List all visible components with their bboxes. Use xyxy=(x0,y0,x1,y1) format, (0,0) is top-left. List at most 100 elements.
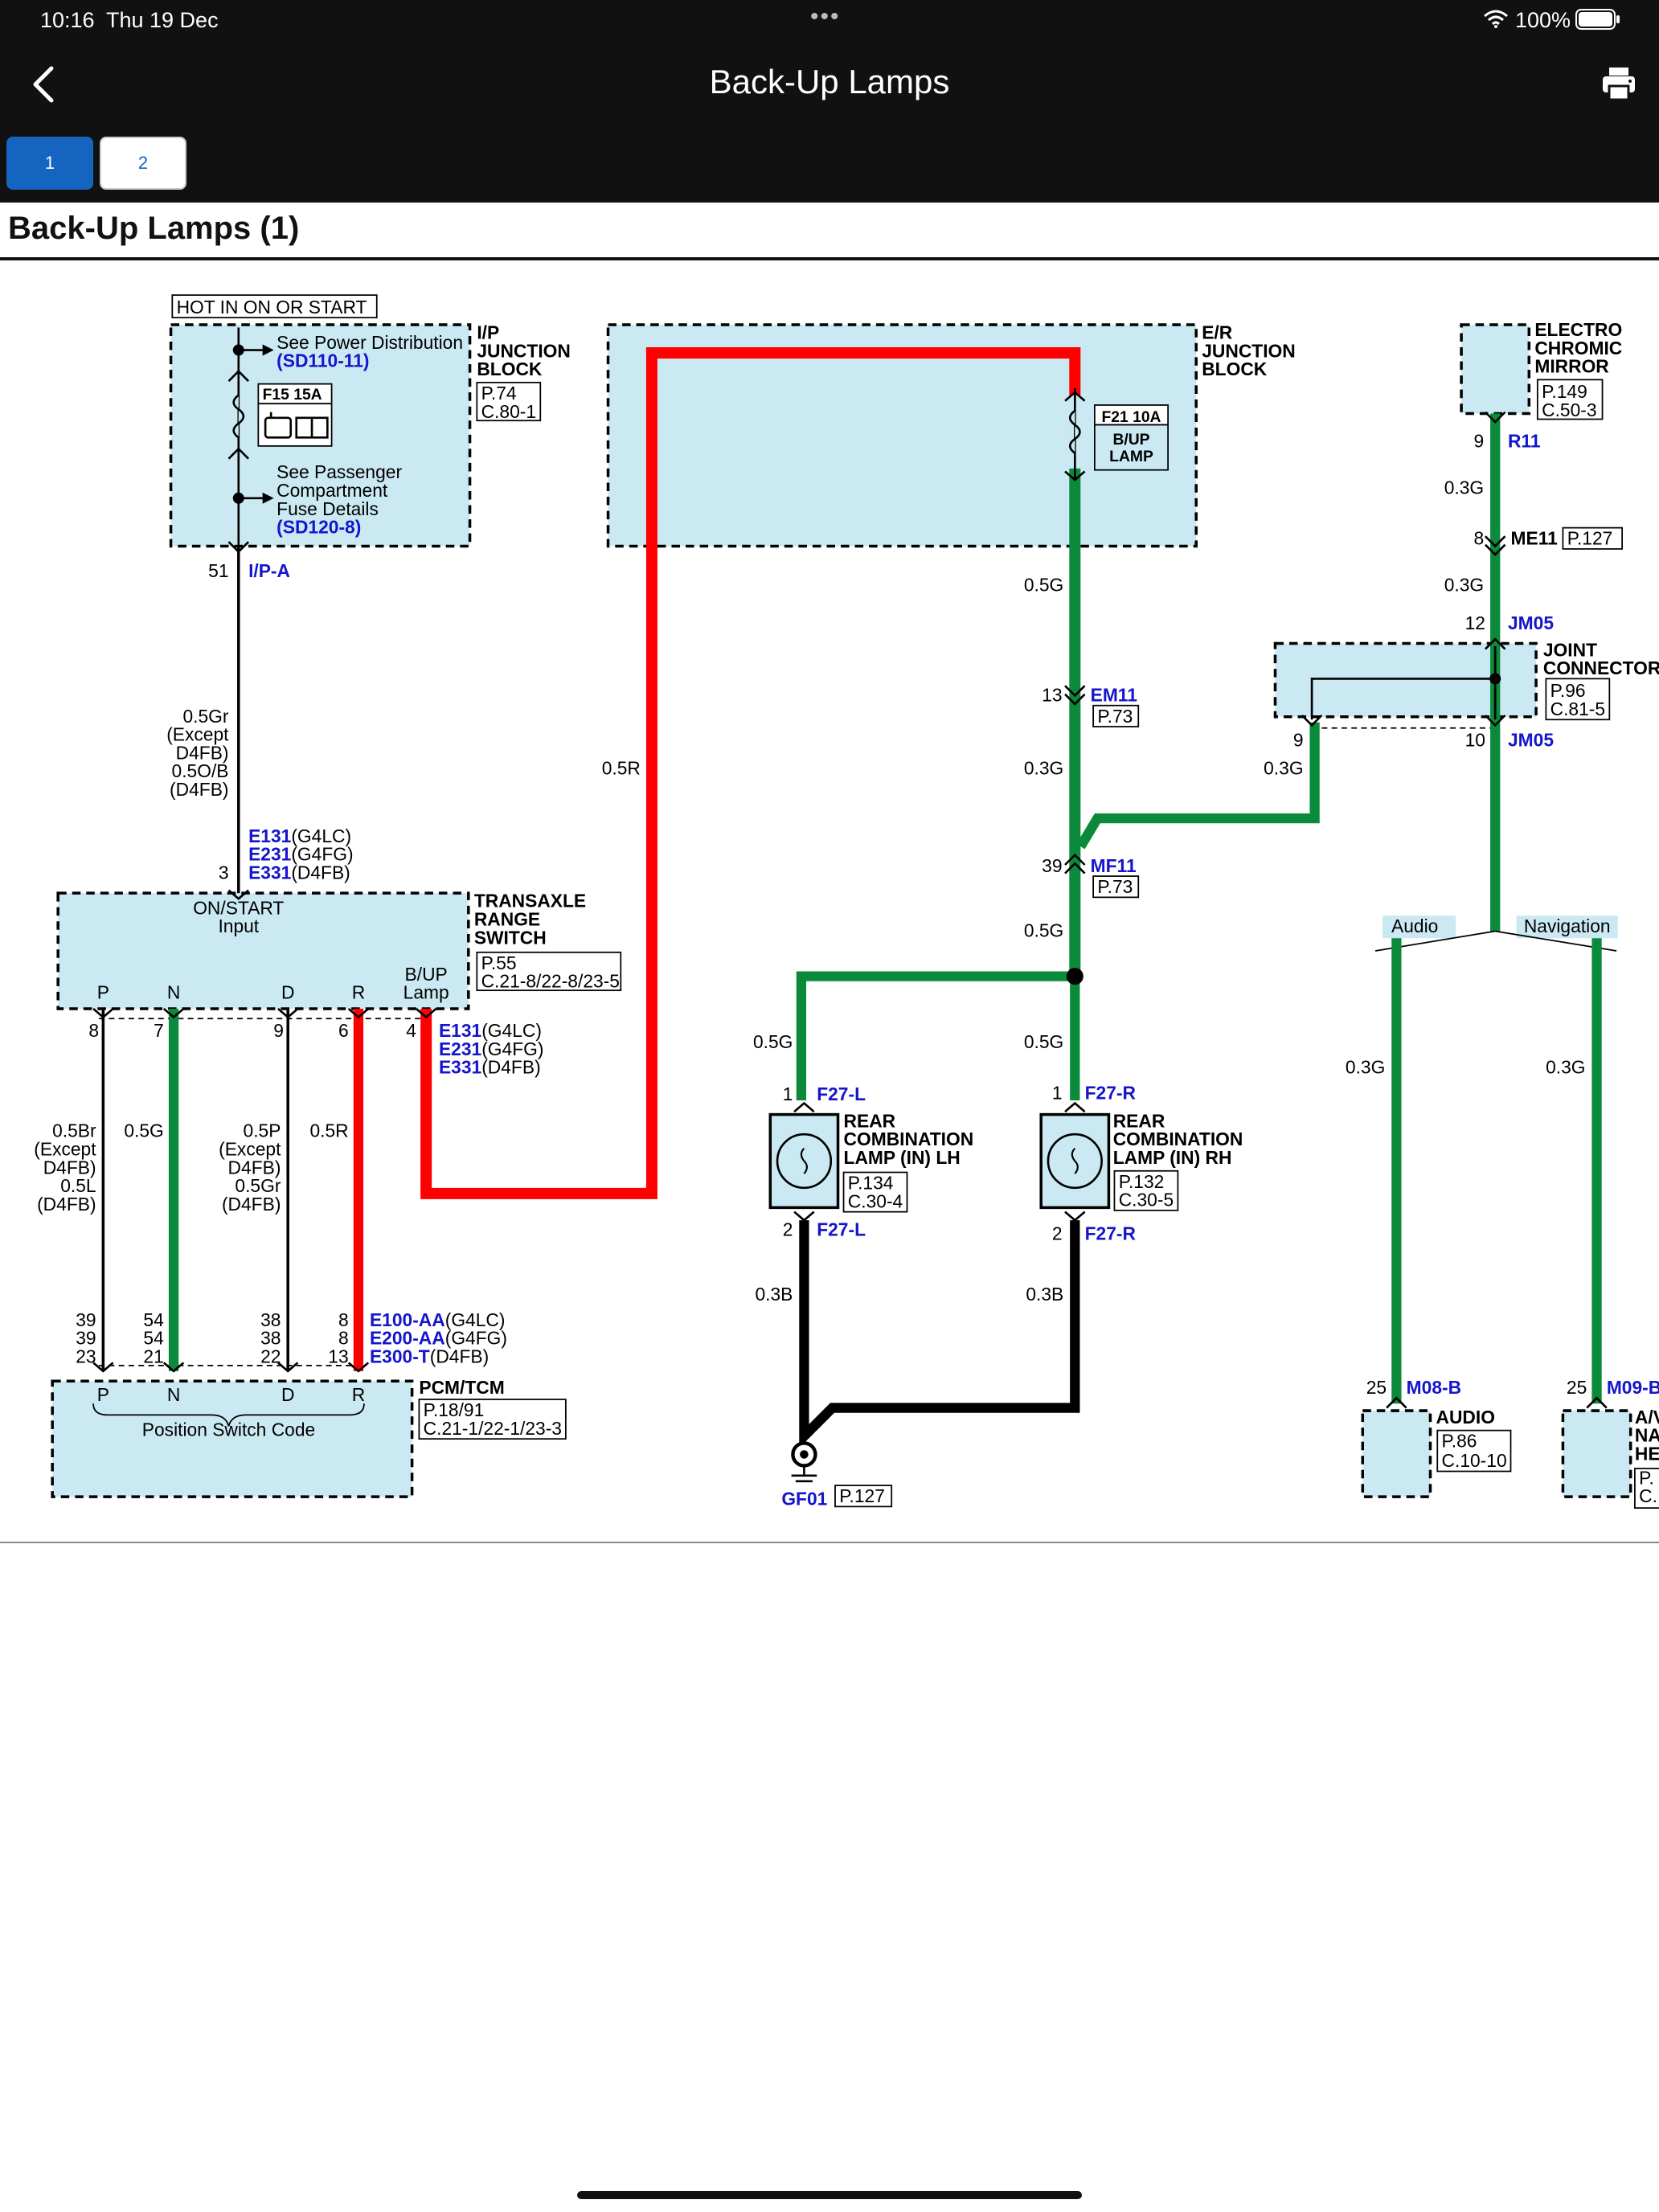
wire-label-g1: 0.5G xyxy=(1024,575,1063,596)
avn-ref-1[interactable]: P. xyxy=(1639,1467,1654,1488)
tab-page-1[interactable]: 1 xyxy=(6,137,93,190)
pcm-pos-n: N xyxy=(167,1384,180,1405)
lamp-rh-ref-2[interactable]: C.30-5 xyxy=(1119,1190,1174,1210)
pcm-conn-3: E300-T(D4FB) xyxy=(370,1346,489,1366)
er-name-2: JUNCTION xyxy=(1202,340,1296,361)
ip-see-pass-1: See Passenger xyxy=(276,461,402,482)
wire-label-g5: 0.5G xyxy=(1024,1031,1063,1052)
mf11-conn: MF11 xyxy=(1091,855,1137,876)
pcm-pin-d-1: 38 xyxy=(260,1309,281,1330)
pcm-pin-r-1: 8 xyxy=(338,1309,349,1330)
ip-see-pass-link[interactable]: (SD120-8) xyxy=(276,517,361,538)
jc-conn-br: JM05 xyxy=(1508,730,1554,751)
arrow-right-icon xyxy=(262,492,274,504)
avn-ref-2[interactable]: C. xyxy=(1639,1485,1657,1506)
lamp-lh-name-1: REAR xyxy=(844,1110,896,1131)
pcm-conn-2: E200-AA(G4FG) xyxy=(370,1328,507,1349)
lamp-rh-conn1: F27-R xyxy=(1085,1082,1136,1103)
audio-ref-2[interactable]: C.10-10 xyxy=(1442,1450,1507,1471)
avn-pin: 25 xyxy=(1567,1377,1587,1398)
wire-green-lamp-split xyxy=(796,971,1080,1101)
trs-conn-out-3: E331(D4FB) xyxy=(439,1057,541,1078)
me11-ref[interactable]: P.127 xyxy=(1567,528,1613,549)
trs-conn-in-3: E331(D4FB) xyxy=(248,862,350,883)
pcm-ref-1[interactable]: P.18/91 xyxy=(424,1399,485,1420)
jc-ref-1[interactable]: P.96 xyxy=(1550,680,1586,701)
audio-tab-bg xyxy=(1382,916,1456,939)
trs-bup-1: B/UP xyxy=(405,964,448,985)
pcm-pin-p-3: 23 xyxy=(76,1346,96,1366)
lamp-lh-ref-1[interactable]: P.134 xyxy=(848,1173,894,1194)
wire-label-p-4: 0.5L xyxy=(60,1175,96,1196)
lamp-lh-pin2: 2 xyxy=(783,1219,793,1239)
diagram-bottom-divider xyxy=(0,1542,1659,1543)
multitask-dots[interactable]: ••• xyxy=(810,3,841,30)
jc-ref-2[interactable]: C.81-5 xyxy=(1550,698,1605,719)
print-icon[interactable] xyxy=(1601,66,1636,101)
audio-pin: 25 xyxy=(1366,1377,1387,1398)
wire-label-ip-1: 0.5Gr xyxy=(182,706,228,727)
er-fuse-3: LAMP xyxy=(1109,449,1153,465)
wire-red-bup-feed xyxy=(420,347,1081,1199)
jc-conn-top: JM05 xyxy=(1508,612,1554,633)
lamp-lh-ref-2[interactable]: C.30-4 xyxy=(848,1190,903,1211)
ground-conn: GF01 xyxy=(781,1489,827,1509)
lamp-rh-name-2: COMBINATION xyxy=(1113,1129,1243,1149)
pcm-ref-2[interactable]: C.21-1/22-1/23-3 xyxy=(424,1418,562,1439)
trs-pin-in: 3 xyxy=(219,862,229,883)
trs-ref-2[interactable]: C.21-8/22-8/23-5 xyxy=(481,971,620,992)
jc-pin-br: 10 xyxy=(1465,730,1485,751)
wire-label-br: 0.3B xyxy=(1026,1284,1063,1305)
wire-label-d-4: 0.5Gr xyxy=(235,1175,281,1196)
trs-pin-d: 9 xyxy=(273,1020,284,1041)
audio-ref-1[interactable]: P.86 xyxy=(1442,1431,1477,1452)
avn-name-3: HE xyxy=(1635,1443,1659,1464)
wire-label-nav: 0.3G xyxy=(1546,1057,1585,1078)
wire-label-n: 0.5G xyxy=(124,1120,163,1141)
jc-name-1: JOINT xyxy=(1543,639,1597,660)
lamp-lh-pin1: 1 xyxy=(783,1083,793,1104)
engine-icon xyxy=(264,412,293,439)
er-fuse-2: B/UP xyxy=(1112,432,1149,449)
ip-fuse-label: F15 15A xyxy=(263,387,322,403)
lamp-lh-icon xyxy=(768,1112,840,1210)
trs-pos-n: N xyxy=(167,982,180,1003)
back-chevron-icon[interactable] xyxy=(29,64,58,104)
wiring-diagram: HOT IN ON OR START See Power Distributio… xyxy=(34,294,1659,1509)
wire-label-d-5: (D4FB) xyxy=(222,1194,281,1215)
ip-ref-1[interactable]: P.74 xyxy=(481,383,517,403)
ecm-ref-1[interactable]: P.149 xyxy=(1542,381,1587,402)
pcm-pin-r-3: 13 xyxy=(328,1346,348,1366)
title-divider xyxy=(0,257,1659,260)
ecm-pin: 9 xyxy=(1473,431,1484,452)
pcm-pos-p: P xyxy=(97,1384,109,1405)
ip-see-power-link[interactable]: (SD110-11) xyxy=(276,350,369,371)
pcm-pos-r: R xyxy=(352,1384,365,1405)
trs-pos-p: P xyxy=(97,982,109,1003)
em11-ref[interactable]: P.73 xyxy=(1097,706,1133,727)
wire-label-g3: 0.5G xyxy=(1024,920,1063,940)
ip-ref-2[interactable]: C.80-1 xyxy=(481,401,536,422)
wire-label-m1: 0.3G xyxy=(1444,477,1484,498)
lamp-rh-ref-1[interactable]: P.132 xyxy=(1119,1171,1165,1192)
wifi-icon xyxy=(1484,10,1508,28)
trs-pos-r: R xyxy=(352,982,365,1003)
wire-label-bl: 0.3B xyxy=(755,1284,793,1305)
pcm-pin-d-3: 22 xyxy=(260,1346,281,1366)
home-indicator[interactable] xyxy=(577,2191,1082,2199)
trs-pin-r: 6 xyxy=(338,1020,349,1041)
ip-name-2: JUNCTION xyxy=(477,340,571,361)
tab-page-2[interactable]: 2 xyxy=(100,137,186,190)
audio-tab: Audio xyxy=(1391,916,1438,936)
trs-ref-1[interactable]: P.55 xyxy=(481,952,517,973)
pcm-pin-d-2: 38 xyxy=(260,1328,281,1349)
wire-label-audio: 0.3G xyxy=(1346,1057,1385,1078)
ground-ref[interactable]: P.127 xyxy=(839,1485,885,1506)
lamp-rh-icon xyxy=(1039,1112,1111,1210)
navigation-tab-bg xyxy=(1516,916,1618,939)
me11-pin: 8 xyxy=(1473,528,1484,549)
mf11-ref[interactable]: P.73 xyxy=(1097,876,1133,897)
pcm-pin-n-1: 54 xyxy=(143,1309,164,1330)
section-title: Back-Up Lamps (1) xyxy=(8,211,300,246)
ecm-ref-2[interactable]: C.50-3 xyxy=(1542,399,1596,420)
